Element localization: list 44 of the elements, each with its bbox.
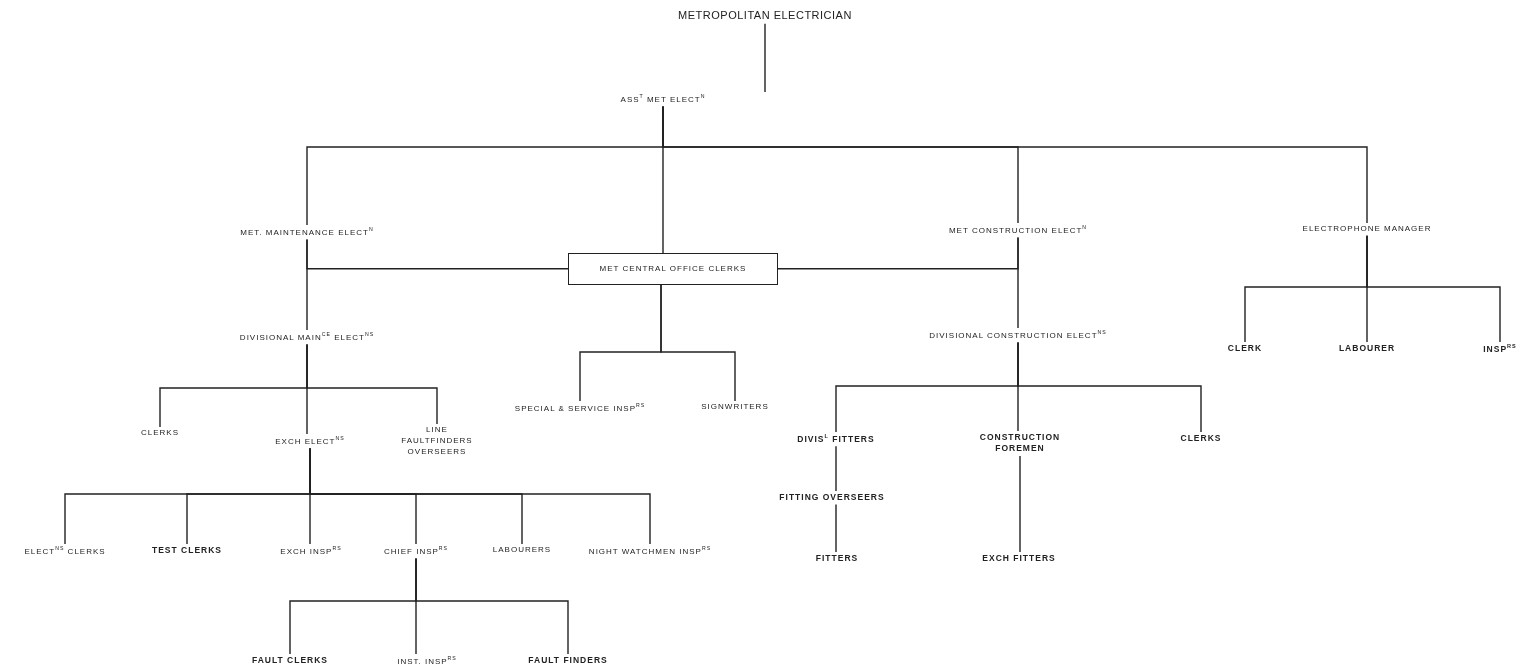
role-label: SPECIAL & SERVICE INSP$^{RS}$ (512, 401, 648, 416)
connector-line (415, 557, 569, 655)
role-label: INSP$^{RS}$ (1481, 342, 1519, 357)
role-label: FAULT CLERKS (249, 654, 331, 668)
role-label: EXCH FITTERS (980, 552, 1058, 566)
role-label: CLERKS (139, 427, 181, 440)
role-label: DIVISIONAL MAIN$^{CE}$ ELECT$^{NS}$ (237, 330, 377, 345)
connector-line (306, 343, 438, 425)
role-label: MET. MAINTENANCE ELECT$^{N}$ (238, 225, 376, 240)
role-label: LABOURERS (490, 544, 554, 557)
connector-line (1019, 455, 1021, 553)
connector-line (309, 447, 651, 545)
connector-line (835, 503, 837, 553)
role-label: DIVIS$^{L}$ FITTERS (795, 432, 877, 447)
role-label: METROPOLITAN ELECTRICIAN (676, 7, 854, 24)
office-box: MET CENTRAL OFFICE CLERKS (568, 253, 778, 285)
role-label: NIGHT WATCHMEN INSP$^{RS}$ (586, 544, 714, 559)
connector-line (835, 445, 837, 492)
role-label: ASS$^{T}$ MET ELECT$^{N}$ (618, 92, 708, 107)
role-label: FAULT FINDERS (526, 654, 610, 668)
role-label: CONSTRUCTION FOREMEN (970, 431, 1070, 456)
role-label: SIGNWRITERS (699, 401, 771, 414)
role-label: DIVISIONAL CONSTRUCTION ELECT$^{NS}$ (927, 328, 1109, 343)
role-label: LINE FAULTFINDERS OVERSEERS (395, 424, 479, 459)
connector-line (662, 105, 1368, 224)
role-label: EXCH ELECT$^{NS}$ (273, 434, 347, 449)
connector-line (764, 23, 766, 93)
connector-line (306, 238, 308, 331)
role-label: INST. INSP$^{RS}$ (395, 654, 459, 668)
role-label: CLERKS (1178, 432, 1224, 446)
connector-line (660, 283, 736, 402)
role-label: LABOURER (1336, 342, 1398, 356)
connector-line (1017, 341, 1202, 433)
role-label: FITTERS (813, 552, 861, 566)
role-label: EXCH INSP$^{RS}$ (278, 544, 344, 559)
role-label: CHIEF INSP$^{RS}$ (381, 544, 451, 559)
connector-line (1366, 235, 1501, 343)
role-label: ELECTROPHONE MANAGER (1300, 223, 1434, 236)
connector-line (1017, 236, 1019, 329)
role-label: TEST CLERKS (150, 544, 224, 558)
role-label: CLERK (1225, 342, 1265, 356)
role-label: FITTING OVERSEERS (777, 491, 887, 505)
role-label: ELECT$^{NS}$ CLERKS (22, 544, 108, 559)
role-label: MET CONSTRUCTION ELECT$^{N}$ (946, 223, 1090, 238)
